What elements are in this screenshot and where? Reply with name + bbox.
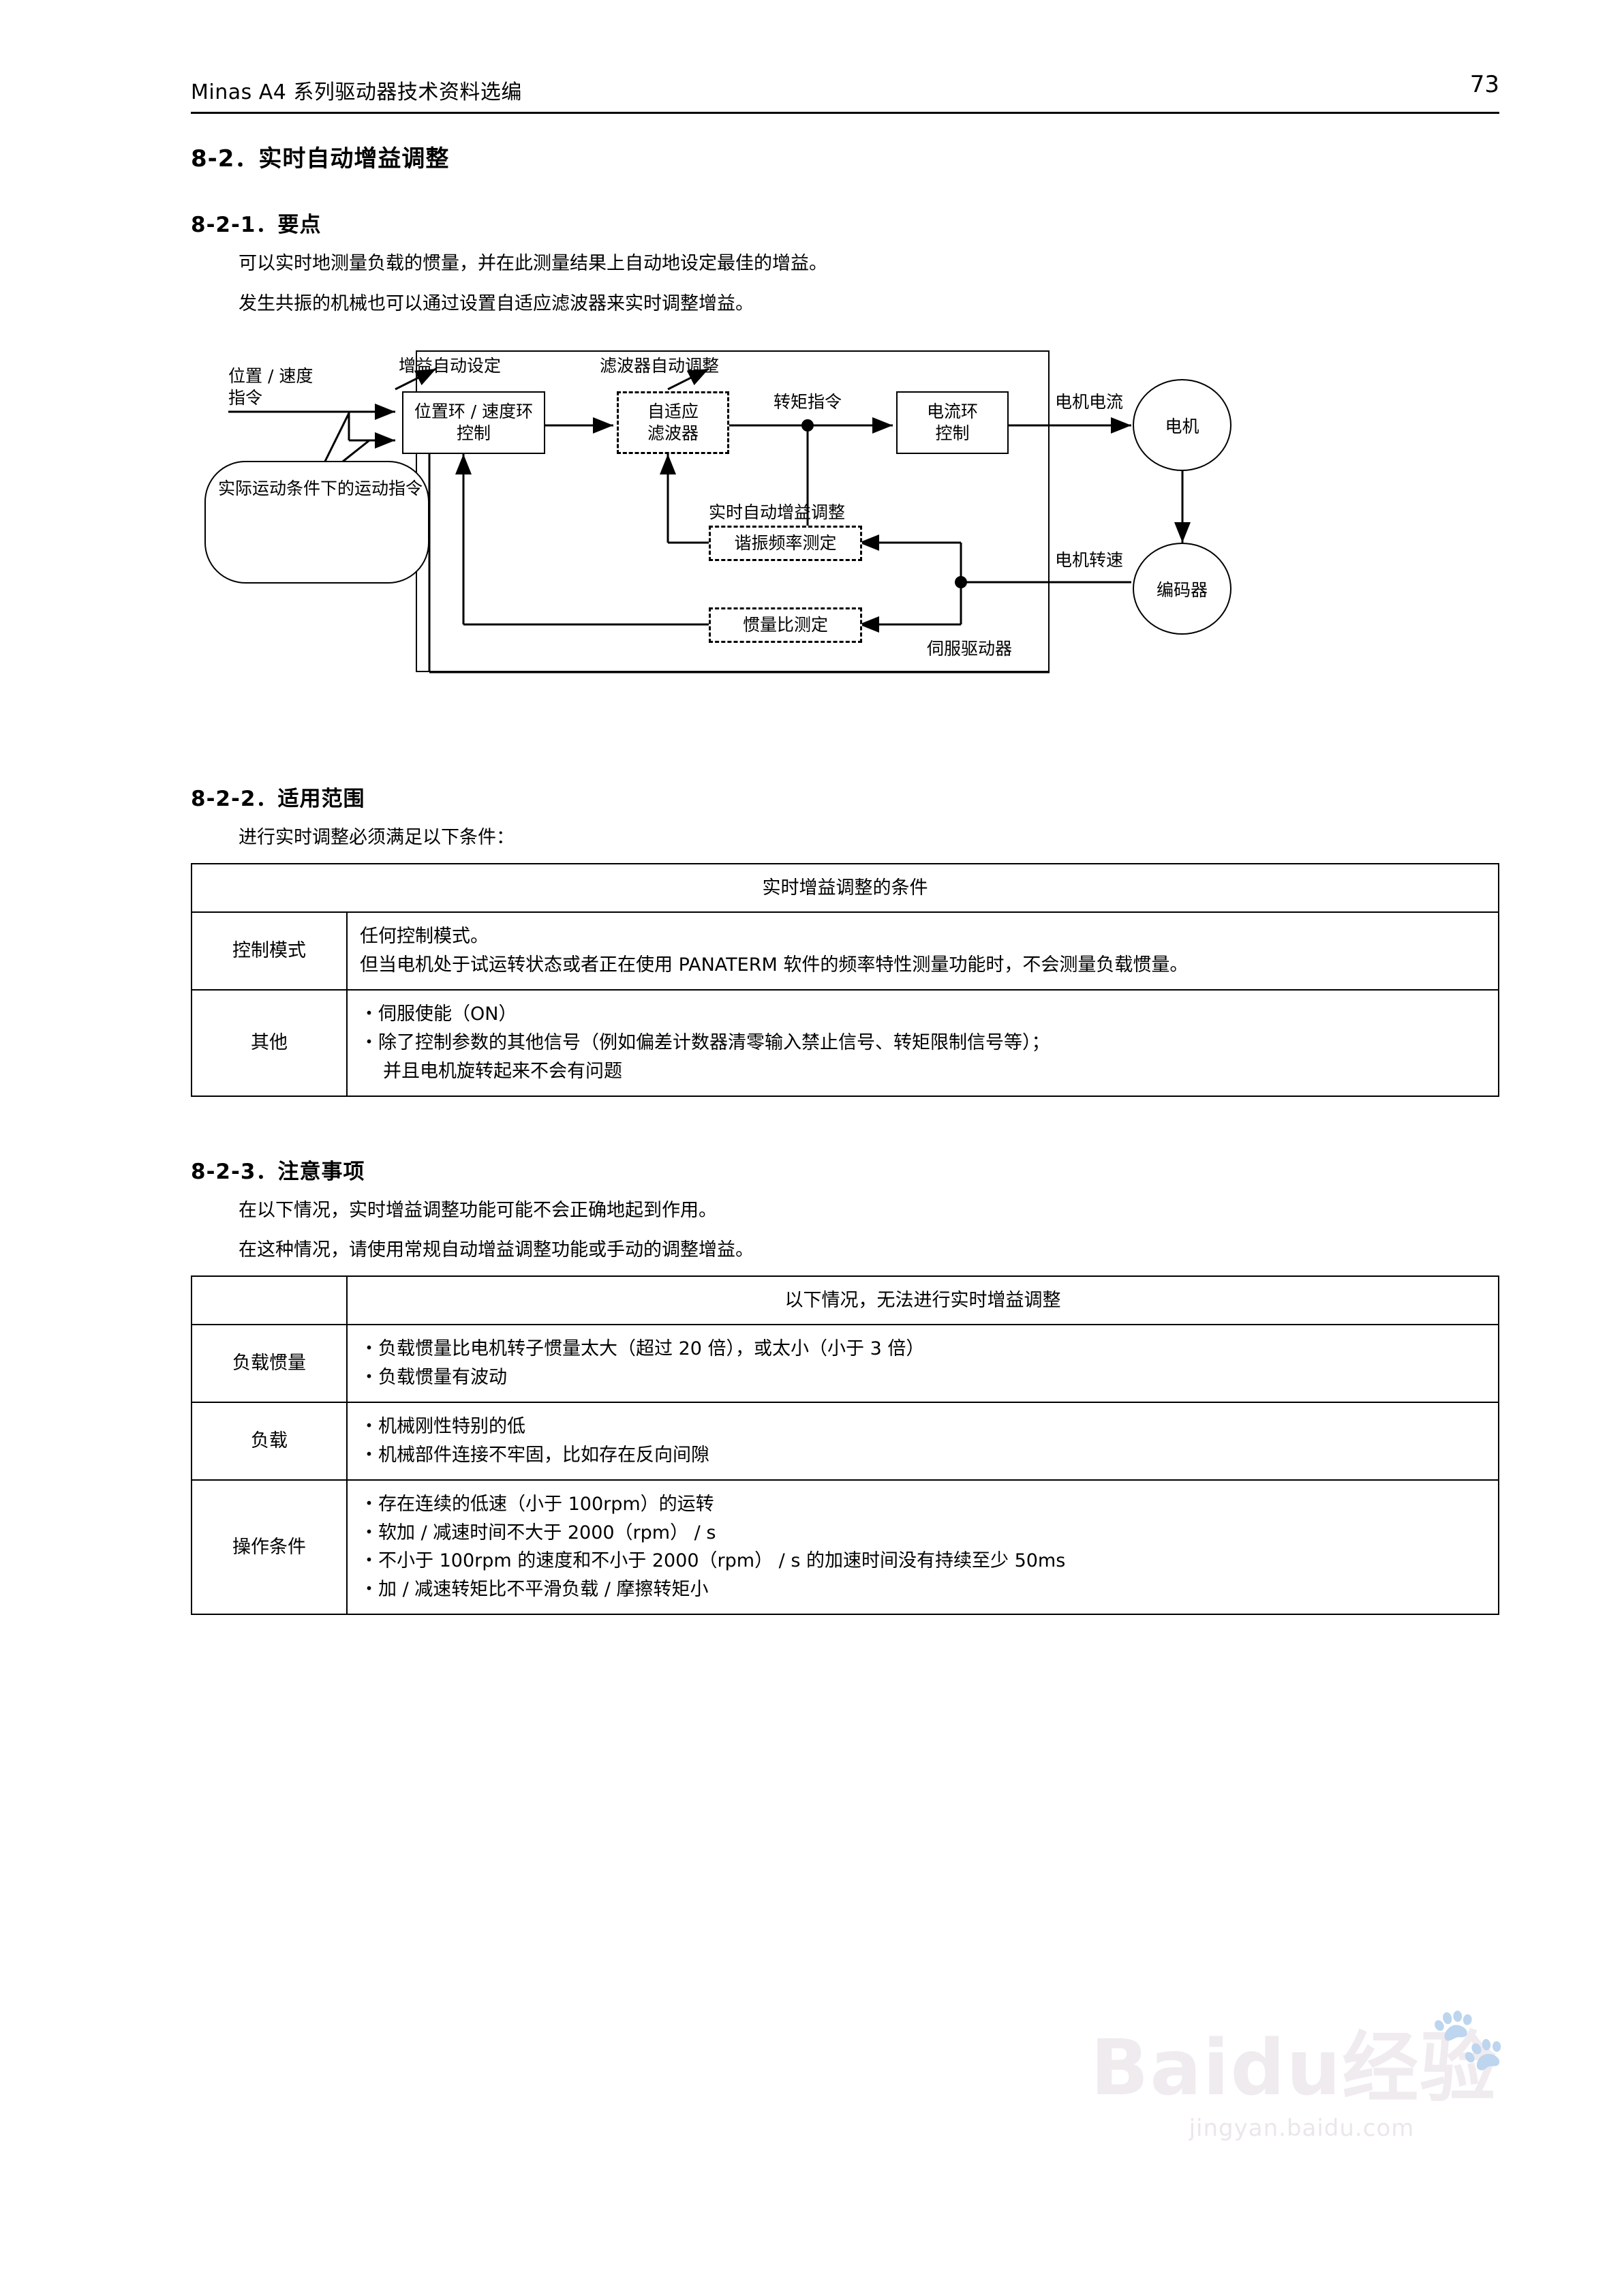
adaptive-filter-line1: 自适应 bbox=[647, 401, 699, 421]
table-row: 控制模式 任何控制模式。 但当电机处于试运转状态或者正在使用 PANATERM … bbox=[191, 911, 1499, 991]
page-header: Minas A4 系列驱动器技术资料选编 73 bbox=[191, 71, 1499, 114]
motor-circle: 电机 bbox=[1133, 379, 1231, 471]
notes-row-1-value: ・机械刚性特别的低 ・机械部件连接不牢固，比如存在反向间隙 bbox=[346, 1402, 1499, 1481]
resonance-frequency-box: 谐振频率测定 bbox=[709, 526, 862, 561]
encoder-circle: 编码器 bbox=[1133, 543, 1231, 635]
notes-row-1-line-1: ・机械部件连接不牢固，比如存在反向间隙 bbox=[360, 1444, 709, 1466]
notes-row-2-value: ・存在连续的低速（小于 100rpm）的运转 ・软加 / 减速时间不大于 200… bbox=[346, 1479, 1499, 1616]
torque-command-label: 转矩指令 bbox=[774, 392, 842, 412]
paragraph-8-2-2-intro: 进行实时调整必须满足以下条件： bbox=[239, 827, 515, 848]
section-heading-8-2-3: 8-2-3．注意事项 bbox=[191, 1159, 365, 1184]
paw-icon: 🐾 bbox=[1429, 2003, 1506, 2074]
filter-auto-tuning-label: 滤波器自动调整 bbox=[600, 356, 720, 376]
notes-row-2-line-0: ・存在连续的低速（小于 100rpm）的运转 bbox=[360, 1493, 714, 1515]
command-label-line1: 位置 / 速度 bbox=[228, 366, 313, 386]
scope-row-1-line-2: 并且电机旋转起来不会有问题 bbox=[383, 1060, 622, 1082]
position-speed-control-line2: 控制 bbox=[456, 423, 491, 443]
page-content: Minas A4 系列驱动器技术资料选编 73 8-2．实时自动增益调整 8-2… bbox=[191, 71, 1499, 1616]
page-number: 73 bbox=[1469, 71, 1499, 98]
current-loop-line1: 电流环 bbox=[926, 401, 978, 421]
scope-row-0-line-0: 任何控制模式。 bbox=[360, 926, 489, 948]
position-speed-control-line1: 位置环 / 速度环 bbox=[414, 401, 534, 421]
scope-row-0-value: 任何控制模式。 但当电机处于试运转状态或者正在使用 PANATERM 软件的频率… bbox=[346, 911, 1499, 991]
notes-row-2-label: 操作条件 bbox=[191, 1479, 348, 1616]
notes-row-2-line-2: ・不小于 100rpm 的速度和不小于 2000（rpm） / s 的加速时间没… bbox=[360, 1550, 1066, 1572]
notes-row-0-line-1: ・负载惯量有波动 bbox=[360, 1367, 507, 1389]
block-diagram: 实际运动条件下的运动指令 位置 / 速度 指令 增益自动设定 滤波器自动调整 位… bbox=[191, 338, 1499, 747]
actual-motion-box bbox=[204, 461, 429, 584]
watermark: 🐾 Baidu经验 jingyan.baidu.com bbox=[1090, 2003, 1513, 2187]
section-heading-8-2-1: 8-2-1．要点 bbox=[191, 213, 322, 237]
paragraph-8-2-1-1: 可以实时地测量负载的惯量，并在此测量结果上自动地设定最佳的增益。 bbox=[239, 253, 827, 274]
table-row: 操作条件 ・存在连续的低速（小于 100rpm）的运转 ・软加 / 减速时间不大… bbox=[191, 1479, 1499, 1616]
scope-row-1-line-1: ・除了控制参数的其他信号（例如偏差计数器清零输入禁止信号、转矩限制信号等）； bbox=[360, 1031, 1050, 1053]
scope-row-0-label: 控制模式 bbox=[191, 911, 348, 991]
table-row: 实时增益调整的条件 bbox=[191, 862, 1499, 913]
scope-table: 实时增益调整的条件 控制模式 任何控制模式。 但当电机处于试运转状态或者正在使用… bbox=[191, 862, 1499, 1097]
scope-row-1-value: ・伺服使能（ON） ・除了控制参数的其他信号（例如偏差计数器清零输入禁止信号、转… bbox=[346, 989, 1499, 1097]
notes-table: 以下情况，无法进行实时增益调整 负载惯量 ・负载惯量比电机转子惯量太大（超过 2… bbox=[191, 1275, 1499, 1616]
scope-table-header: 实时增益调整的条件 bbox=[191, 862, 1499, 913]
realtime-gain-tuning-label: 实时自动增益调整 bbox=[709, 502, 846, 522]
section-heading-8-2: 8-2．实时自动增益调整 bbox=[191, 145, 450, 172]
notes-row-2-line-3: ・加 / 减速转矩比不平滑负载 / 摩擦转矩小 bbox=[360, 1579, 709, 1601]
current-loop-control-box: 电流环 控制 bbox=[896, 391, 1009, 454]
notes-row-0-line-0: ・负载惯量比电机转子惯量太大（超过 20 倍），或太小（小于 3 倍） bbox=[360, 1338, 925, 1360]
notes-row-2-line-1: ・软加 / 减速时间不大于 2000（rpm） / s bbox=[360, 1522, 716, 1543]
notes-row-0-label: 负载惯量 bbox=[191, 1324, 348, 1404]
section-heading-8-2-2: 8-2-2．适用范围 bbox=[191, 787, 365, 811]
table-row: 负载惯量 ・负载惯量比电机转子惯量太大（超过 20 倍），或太小（小于 3 倍）… bbox=[191, 1324, 1499, 1404]
position-speed-control-box: 位置环 / 速度环 控制 bbox=[402, 391, 545, 454]
notes-row-1-label: 负载 bbox=[191, 1402, 348, 1481]
command-label-line2: 指令 bbox=[228, 388, 263, 408]
notes-table-corner bbox=[191, 1275, 348, 1326]
table-row: 负载 ・机械刚性特别的低 ・机械部件连接不牢固，比如存在反向间隙 bbox=[191, 1402, 1499, 1481]
motor-speed-label: 电机转速 bbox=[1055, 550, 1124, 570]
notes-table-header: 以下情况，无法进行实时增益调整 bbox=[346, 1275, 1499, 1326]
paragraph-8-2-1-2: 发生共振的机械也可以通过设置自适应滤波器来实时调整增益。 bbox=[239, 292, 754, 314]
header-title: Minas A4 系列驱动器技术资料选编 bbox=[191, 80, 522, 104]
servo-driver-label: 伺服驱动器 bbox=[927, 639, 1013, 659]
paragraph-8-2-3-1: 在以下情况，实时增益调整功能可能不会正确地起到作用。 bbox=[239, 1199, 717, 1221]
notes-row-0-value: ・负载惯量比电机转子惯量太大（超过 20 倍），或太小（小于 3 倍） ・负载惯… bbox=[346, 1324, 1499, 1404]
table-row: 其他 ・伺服使能（ON） ・除了控制参数的其他信号（例如偏差计数器清零输入禁止信… bbox=[191, 989, 1499, 1097]
paragraph-8-2-3-2: 在这种情况，请使用常规自动增益调整功能或手动的调整增益。 bbox=[239, 1239, 754, 1261]
watermark-sub: jingyan.baidu.com bbox=[1189, 2115, 1415, 2142]
scope-row-1-line-0: ・伺服使能（ON） bbox=[360, 1003, 517, 1025]
scope-row-1-label: 其他 bbox=[191, 989, 348, 1097]
watermark-main: Baidu经验 bbox=[1090, 2024, 1498, 2113]
gain-auto-setting-label: 增益自动设定 bbox=[399, 356, 502, 376]
adaptive-filter-line2: 滤波器 bbox=[647, 423, 699, 443]
actual-motion-label: 实际运动条件下的运动指令 bbox=[217, 479, 423, 498]
inertia-ratio-box: 惯量比测定 bbox=[709, 607, 862, 643]
scope-row-0-line-1: 但当电机处于试运转状态或者正在使用 PANATERM 软件的频率特性测量功能时，… bbox=[360, 954, 1189, 976]
notes-row-1-line-0: ・机械刚性特别的低 bbox=[360, 1416, 525, 1438]
table-row: 以下情况，无法进行实时增益调整 bbox=[191, 1275, 1499, 1326]
current-loop-line2: 控制 bbox=[935, 423, 970, 443]
motor-current-label: 电机电流 bbox=[1055, 392, 1124, 412]
adaptive-filter-box: 自适应 滤波器 bbox=[617, 391, 729, 454]
